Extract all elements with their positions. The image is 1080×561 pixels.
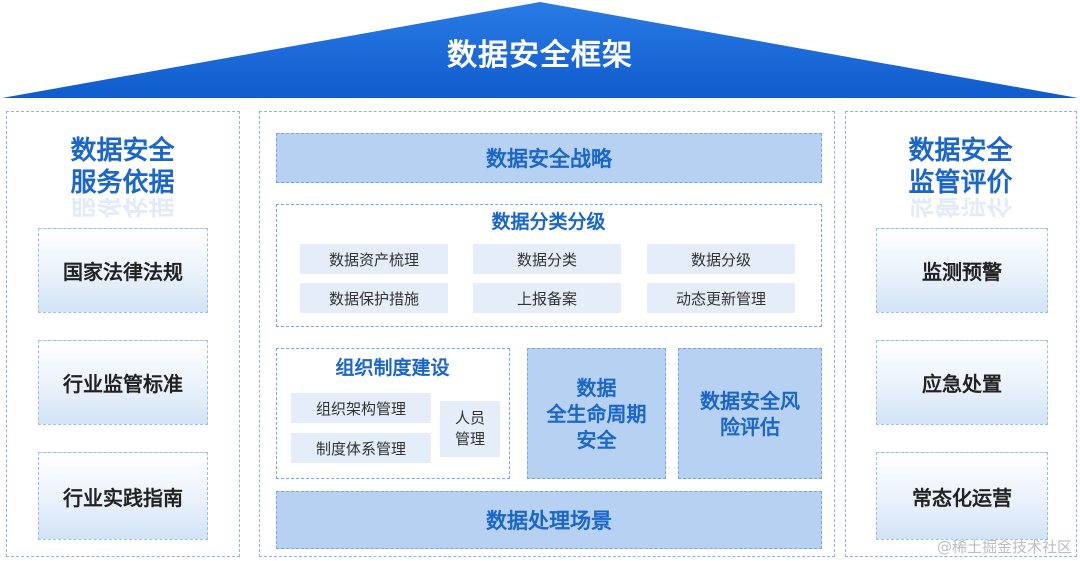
right-card-operations: 常态化运营 — [876, 452, 1048, 540]
organization-panel: 组织制度建设 组织架构管理 制度体系管理 人员 管理 — [276, 348, 510, 479]
right-card-emergency: 应急处置 — [876, 340, 1048, 425]
chip-personnel-line2: 管理 — [454, 430, 485, 448]
chip-personnel-line1: 人员 — [454, 409, 485, 427]
chip-org-structure: 组织架构管理 — [291, 393, 431, 423]
chip-classification: 数据分类 — [473, 244, 621, 274]
classification-title: 数据分类分级 — [491, 211, 606, 233]
chip-grading: 数据分级 — [647, 244, 795, 274]
lifecycle-line3: 安全 — [576, 427, 617, 452]
chip-asset-inventory: 数据资产梳理 — [300, 244, 448, 274]
left-card-practice-guide: 行业实践指南 — [38, 452, 208, 540]
lifecycle-line1: 数据 — [576, 375, 617, 400]
right-title-reflection: 监管评价 — [908, 198, 1013, 218]
framework-title: 数据安全框架 — [447, 38, 633, 73]
chip-protection-measures: 数据保护措施 — [300, 283, 448, 313]
right-card-monitoring: 监测预警 — [876, 228, 1048, 313]
strategy-band: 数据安全战略 — [276, 133, 822, 183]
chip-policy-system: 制度体系管理 — [291, 433, 431, 463]
left-card-industry-standard: 行业监管标准 — [38, 340, 208, 425]
lifecycle-box: 数据 全生命周期 安全 — [527, 348, 666, 479]
chip-personnel: 人员 管理 — [440, 401, 500, 457]
left-column-title-line2: 服务依据 — [70, 168, 175, 198]
risk-assessment-box: 数据安全风 险评估 — [678, 348, 822, 479]
right-column: 数据安全 监管评价 监管评价 监测预警 应急处置 常态化运营 — [845, 111, 1077, 557]
center-column — [259, 111, 835, 557]
roof-shape — [2, 2, 1078, 98]
chip-filing: 上报备案 — [473, 283, 621, 313]
left-column: 数据安全 服务依据 服务依据 国家法律法规 行业监管标准 行业实践指南 — [6, 111, 240, 557]
risk-line2: 险评估 — [720, 414, 780, 439]
risk-line1: 数据安全风 — [700, 388, 800, 413]
scenario-band: 数据处理场景 — [276, 491, 822, 549]
left-column-title-line1: 数据安全 — [70, 136, 175, 166]
organization-title: 组织制度建设 — [335, 357, 450, 379]
classification-panel: 数据分类分级 数据资产梳理 数据分类 数据分级 数据保护措施 上报备案 动态更新… — [276, 204, 822, 327]
left-title-reflection: 服务依据 — [70, 198, 175, 218]
lifecycle-line2: 全生命周期 — [546, 401, 647, 426]
left-card-national-law: 国家法律法规 — [38, 228, 208, 313]
right-column-title-line1: 数据安全 — [908, 136, 1013, 166]
watermark: @稀土掘金技术社区 — [936, 538, 1072, 556]
right-column-title-line2: 监管评价 — [908, 168, 1013, 198]
chip-dynamic-update: 动态更新管理 — [647, 283, 795, 313]
